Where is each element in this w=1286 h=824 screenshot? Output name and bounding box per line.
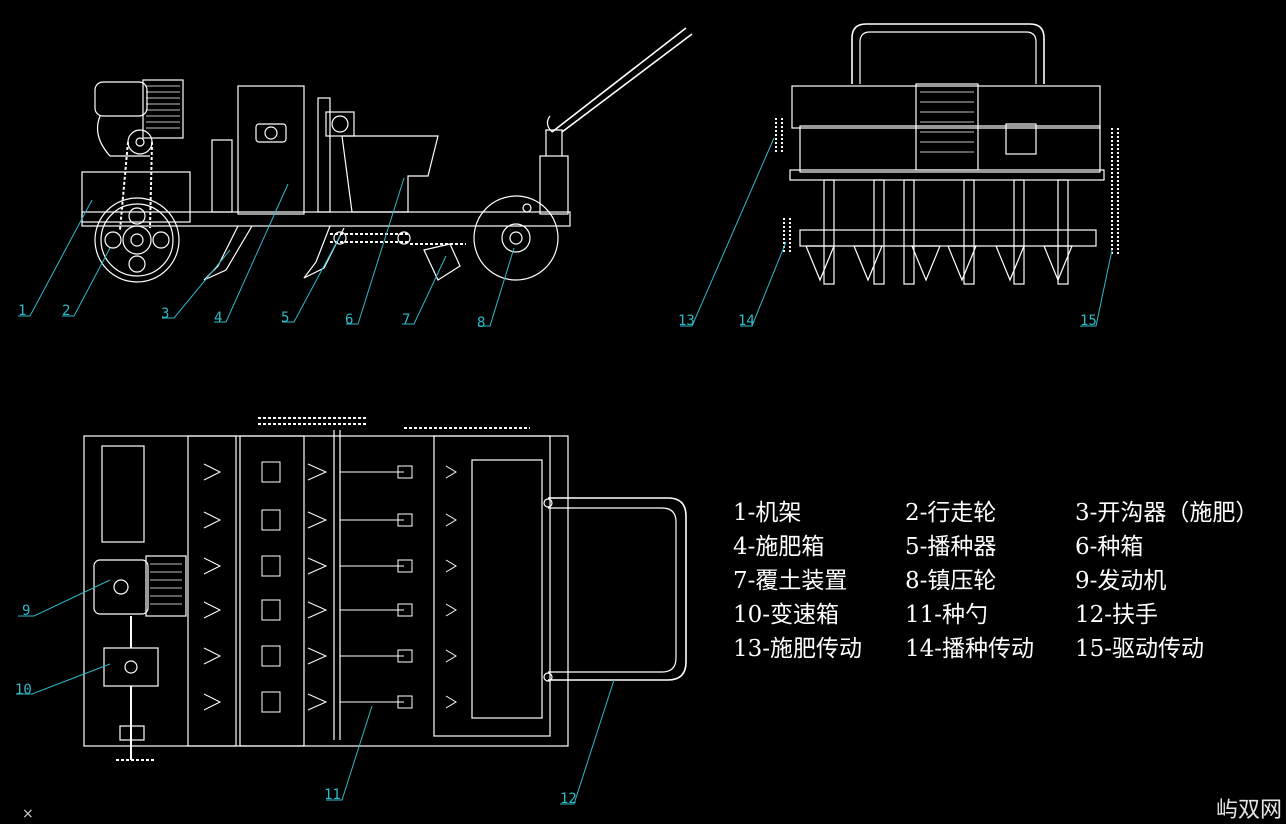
callout-1: 1 — [18, 303, 26, 319]
legend-item-2: 2-行走轮 — [905, 500, 997, 526]
callout-4: 4 — [214, 310, 222, 326]
seed-rows — [203, 461, 457, 713]
seed-row-part — [261, 645, 281, 667]
seed-row-part — [307, 463, 328, 481]
legend-item-14: 14-播种传动 — [905, 636, 1035, 662]
seed-row-part — [445, 695, 457, 709]
seed-row-part — [203, 693, 222, 711]
callout-10: 10 — [15, 682, 32, 698]
legend-item-7: 7-覆土装置 — [733, 568, 848, 594]
drive-wheel — [94, 197, 180, 283]
front-view-leaders — [680, 137, 1113, 327]
seed-row-part — [397, 603, 413, 617]
seed-row-part — [307, 557, 328, 575]
seed-row-part — [445, 559, 457, 573]
press-wheel — [473, 195, 559, 281]
seeder-shoe — [303, 225, 345, 279]
engine-pulley — [127, 129, 153, 155]
top-view-leaders — [16, 579, 615, 805]
seed-row-part — [261, 555, 281, 577]
seed-row-part — [397, 465, 413, 479]
seed-row-part — [445, 465, 457, 479]
seed-row-part — [307, 601, 328, 619]
front-openers — [805, 245, 1073, 282]
fertilizer-box — [237, 85, 305, 215]
fertilizer-box-top — [239, 435, 305, 747]
main-beam — [81, 211, 571, 227]
legend-item-12: 12-扶手 — [1075, 602, 1159, 628]
callout-12: 12 — [560, 791, 577, 807]
engine-block — [94, 81, 148, 117]
callout-5: 5 — [281, 310, 289, 326]
seed-row-part — [203, 647, 222, 665]
legend-item-11: 11-种勺 — [905, 602, 989, 628]
seed-row-part — [307, 511, 328, 529]
frame-box — [81, 171, 191, 223]
callout-labels: 1 2 3 4 5 6 7 8 9 10 11 12 13 14 15 — [15, 303, 1097, 807]
seed-row-part — [307, 693, 328, 711]
seed-row-part — [261, 509, 281, 531]
front-view — [775, 23, 1119, 285]
seed-row-part — [261, 691, 281, 713]
top-frame — [83, 435, 569, 747]
seed-row-part — [307, 647, 328, 665]
seed-row-part — [203, 557, 222, 575]
legend-item-15: 15-驱动传动 — [1075, 636, 1205, 662]
callout-2: 2 — [62, 303, 70, 319]
callout-14: 14 — [738, 313, 755, 329]
legend-item-10: 10-变速箱 — [733, 602, 840, 628]
legend-item-3: 3-开沟器（施肥） — [1075, 500, 1259, 526]
seed-row-part — [397, 513, 413, 527]
seed-row-part — [203, 601, 222, 619]
engine-grille — [142, 79, 184, 139]
top-view — [83, 417, 687, 761]
covering-device — [423, 243, 461, 281]
seed-row-part — [445, 513, 457, 527]
seed-row-part — [261, 461, 281, 483]
ucs-icon: × — [22, 806, 34, 822]
legend-item-1: 1-机架 — [733, 500, 802, 526]
legend-item-13: 13-施肥传动 — [733, 636, 863, 662]
seed-row-part — [203, 511, 222, 529]
callout-7: 7 — [402, 312, 410, 328]
engine-top — [93, 559, 149, 615]
furrow-opener — [203, 225, 253, 281]
legend-item-6: 6-种箱 — [1075, 534, 1144, 560]
handle-post — [539, 155, 569, 215]
seed-row-part — [445, 603, 457, 617]
gearbox — [103, 647, 159, 687]
callout-6: 6 — [345, 312, 353, 328]
seed-row-part — [203, 463, 222, 481]
legend-item-4: 4-施肥箱 — [733, 534, 825, 560]
seed-row-part — [397, 559, 413, 573]
callout-15: 15 — [1080, 313, 1097, 329]
side-view-leaders — [18, 177, 515, 327]
legend-item-5: 5-播种器 — [905, 534, 997, 560]
seed-box — [341, 135, 439, 213]
legend-item-8: 8-镇压轮 — [905, 568, 997, 594]
front-frame — [791, 85, 1101, 129]
seed-row-part — [261, 599, 281, 621]
side-view — [81, 27, 693, 283]
seed-row-part — [445, 649, 457, 663]
seed-row-part — [397, 695, 413, 709]
callout-11: 11 — [324, 787, 341, 803]
front-shanks — [823, 179, 1069, 285]
callout-9: 9 — [22, 603, 30, 619]
callout-3: 3 — [161, 306, 169, 322]
watermark: 屿双网 — [1215, 798, 1282, 823]
legend-item-9: 9-发动机 — [1075, 568, 1167, 594]
callout-8: 8 — [477, 315, 485, 331]
seed-row-part — [397, 649, 413, 663]
callout-13: 13 — [678, 313, 695, 329]
